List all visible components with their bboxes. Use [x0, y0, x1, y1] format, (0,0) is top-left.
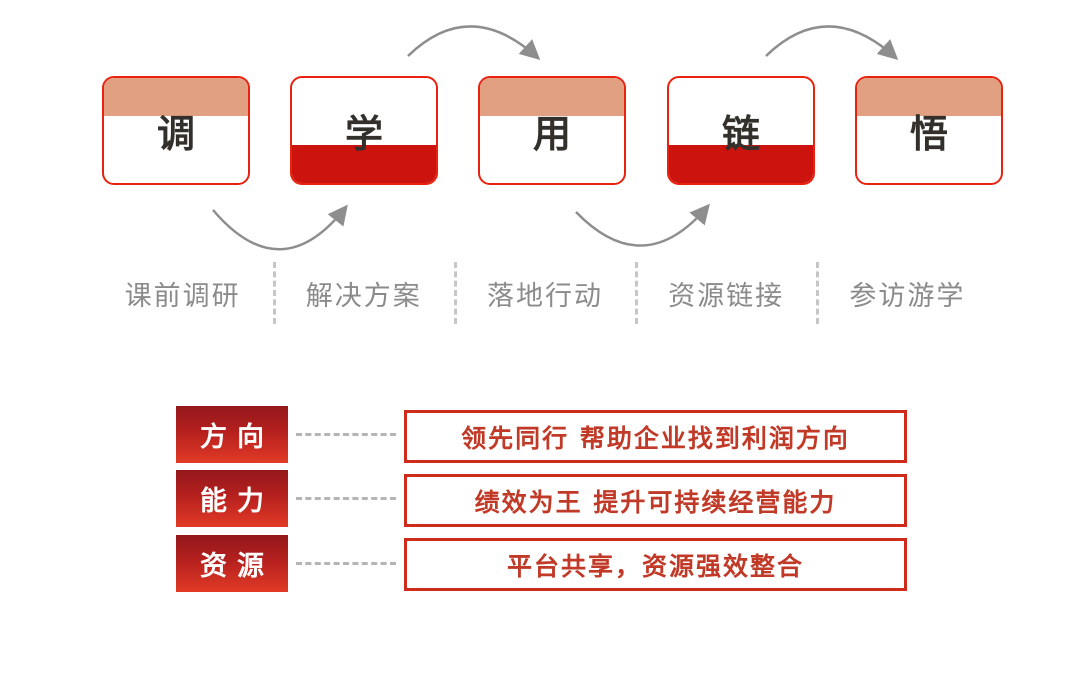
flow-card-character: 学 — [344, 112, 383, 156]
flow-card-5: 悟 — [855, 76, 1003, 185]
label-divider — [816, 262, 819, 324]
flow-card-1: 调 — [102, 76, 250, 185]
card-top-bar — [104, 78, 248, 116]
dashed-connector — [296, 433, 396, 436]
pillar-key-direction: 方向 — [176, 406, 288, 463]
flow-card-character: 悟 — [909, 112, 948, 156]
card-bottom-bar — [292, 145, 436, 183]
pillar-key-capability: 能力 — [176, 470, 288, 527]
step-labels-row: 课前调研 解决方案 落地行动 资源链接 参访游学 — [92, 272, 998, 314]
pillar-desc-resource: 平台共享，资源强效整合 — [404, 538, 907, 591]
flow-card-4: 链 — [667, 76, 815, 185]
flow-card-3: 用 — [478, 76, 626, 185]
step-label-3: 落地行动 — [486, 280, 603, 312]
flow-card-character: 调 — [156, 112, 195, 156]
step-label-4: 资源链接 — [668, 280, 785, 312]
step-label-2: 解决方案 — [305, 280, 422, 312]
card-top-bar — [857, 78, 1001, 116]
label-divider — [635, 262, 638, 324]
flow-card-2: 学 — [290, 76, 438, 185]
pillar-desc-capability: 绩效为王 提升可持续经营能力 — [404, 474, 907, 527]
label-divider — [273, 262, 276, 324]
card-bottom-bar — [669, 145, 813, 183]
flow-card-character: 链 — [721, 112, 760, 156]
pillar-key-resource: 资源 — [176, 535, 288, 592]
curved-arrow-icon-step3-step4 — [575, 203, 710, 247]
dashed-connector — [296, 562, 396, 565]
step-label-1: 课前调研 — [124, 280, 241, 312]
label-divider — [454, 262, 457, 324]
dashed-connector — [296, 497, 396, 500]
card-top-bar — [480, 78, 624, 116]
pillar-desc-direction: 领先同行 帮助企业找到利润方向 — [404, 410, 907, 463]
step-label-5: 参访游学 — [849, 280, 966, 312]
curved-arrow-icon-step4-step5 — [765, 25, 899, 61]
curved-arrow-icon-step2-step3 — [407, 25, 541, 61]
flow-card-character: 用 — [532, 112, 571, 156]
curved-arrow-icon-step1-step2 — [212, 204, 348, 251]
